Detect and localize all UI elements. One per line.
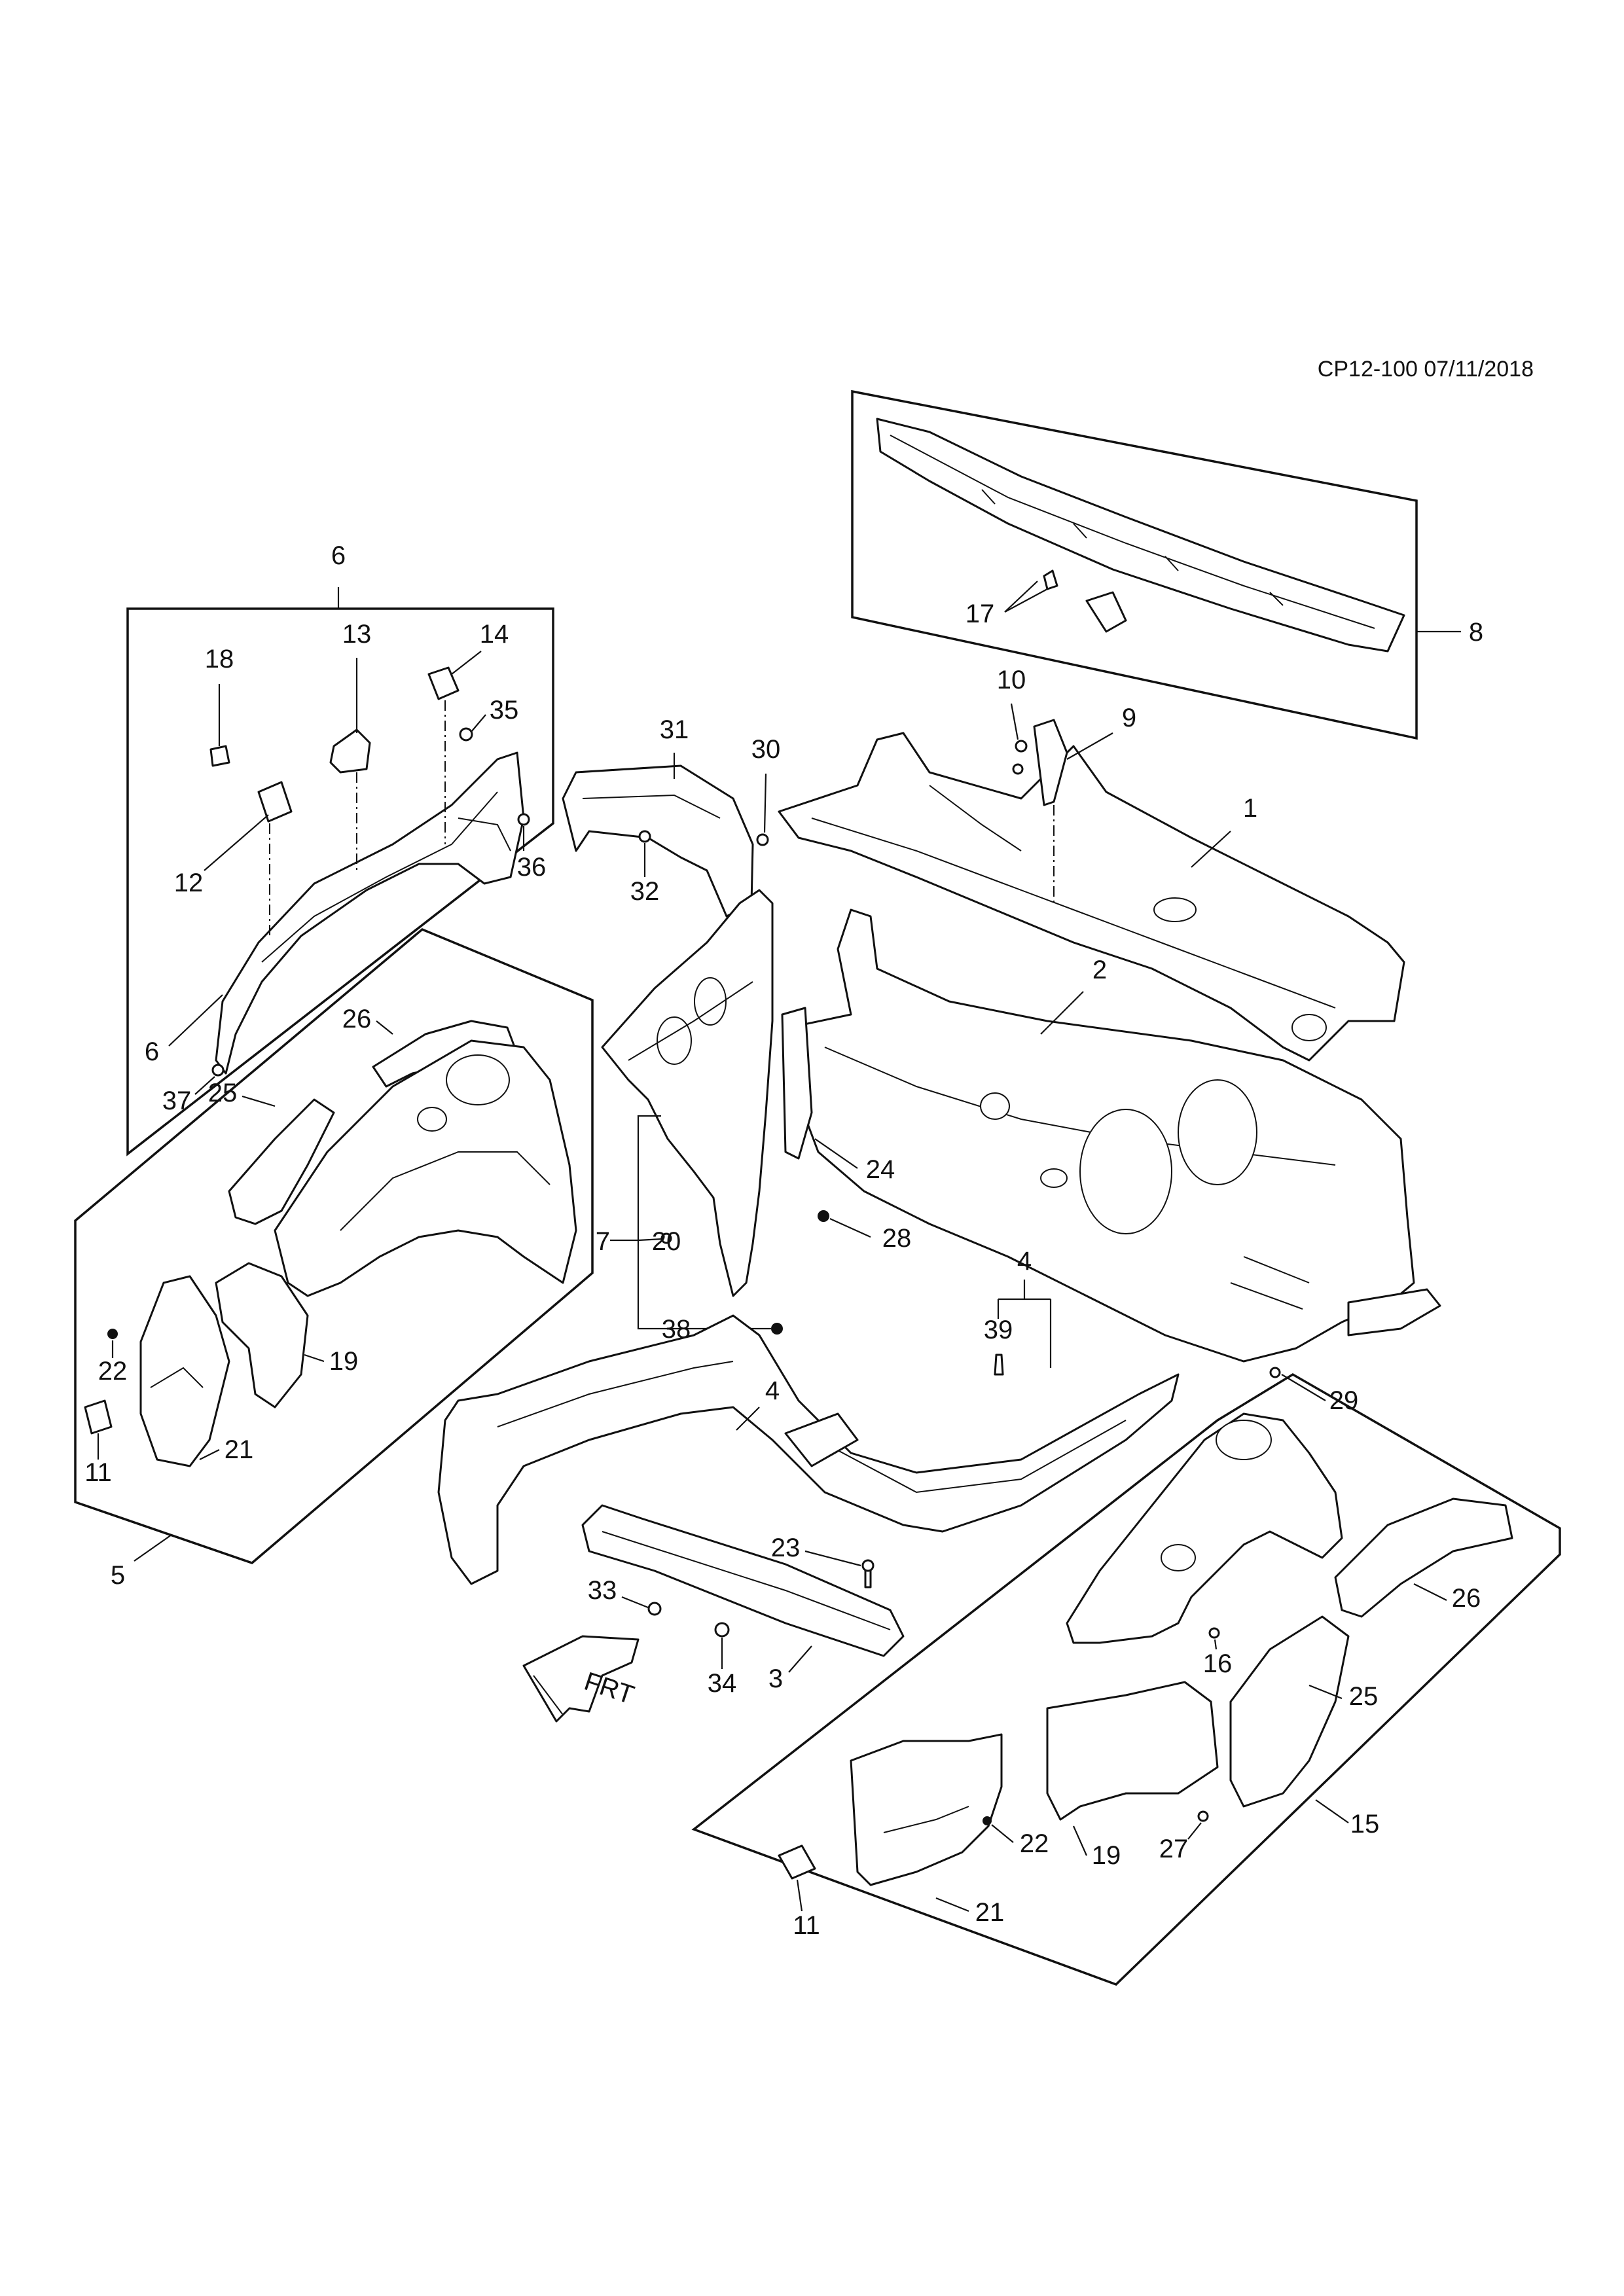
callout-1: 1 [1243, 794, 1257, 823]
front-direction-arrow: FRT [522, 1635, 640, 1723]
part-32-clip [638, 830, 651, 843]
group-15-frame [691, 1372, 1561, 1986]
callout-24: 24 [866, 1155, 895, 1184]
callout-14: 14 [480, 620, 509, 649]
part-33-nut [647, 1602, 662, 1616]
part-25-extension-left [228, 1098, 335, 1225]
part-19-bracket-left [215, 1262, 309, 1408]
group-6-frame [126, 607, 554, 1157]
callout-15: 15 [1350, 1810, 1380, 1839]
part-7-pillar [601, 889, 774, 1297]
callout-12: 12 [174, 869, 204, 897]
part-8-crossmember [876, 418, 1405, 653]
callout-33: 33 [588, 1576, 617, 1605]
callout-29: 29 [1329, 1386, 1359, 1415]
callout-34: 34 [708, 1669, 737, 1698]
callout-11-right: 11 [793, 1911, 820, 1940]
callout-25-left: 25 [208, 1079, 238, 1107]
callout-19-right: 19 [1092, 1841, 1121, 1870]
part-13-mount [329, 728, 371, 774]
part-31-panel [562, 764, 754, 918]
callout-16: 16 [1203, 1649, 1233, 1678]
part-36-clip [517, 813, 530, 826]
part-38-bolt [771, 1323, 783, 1335]
part-22-nut-left [107, 1329, 118, 1339]
part-39-bolt [994, 1354, 1004, 1376]
callout-26-left: 26 [342, 1005, 372, 1033]
callout-35: 35 [490, 696, 519, 725]
callout-21-right: 21 [975, 1898, 1005, 1927]
callout-22-right: 22 [1020, 1829, 1049, 1858]
callout-25-right: 25 [1349, 1682, 1379, 1711]
part-wheelhouse-right [1066, 1412, 1343, 1644]
callout-37: 37 [162, 1086, 192, 1115]
callout-11-left: 11 [84, 1458, 112, 1487]
part-wheelhouse-left [274, 1039, 577, 1297]
group-5-frame [74, 927, 594, 1564]
part-28-nut [818, 1210, 829, 1222]
callout-3: 3 [768, 1664, 783, 1693]
callout-8: 8 [1469, 618, 1483, 647]
part-26-reinforcement-right [1334, 1498, 1513, 1618]
part-16-bolt [1208, 1627, 1220, 1639]
part-34-nut [714, 1622, 730, 1638]
part-30-screw [756, 833, 769, 846]
part-24-seal [781, 1007, 813, 1160]
diagram-code: CP12-100 07/11/2018 [1318, 357, 1534, 382]
callout-31: 31 [660, 715, 689, 744]
part-14-bracket [427, 666, 460, 700]
callout-30: 30 [751, 735, 781, 764]
part-19-bracket-right [1046, 1681, 1219, 1821]
part-11-bracket-left [84, 1399, 113, 1435]
part-2-dash-panel [787, 908, 1441, 1363]
part-21-panel-right [850, 1733, 1003, 1886]
part-12-bracket [257, 781, 293, 823]
callout-21-left: 21 [225, 1435, 254, 1464]
part-6-wheelhouse-rail [215, 751, 525, 1075]
callout-19-left: 19 [329, 1347, 359, 1376]
part-9-bracket [1033, 719, 1068, 806]
callout-13: 13 [342, 620, 372, 649]
callout-2: 2 [1092, 956, 1107, 984]
callout-22-left: 22 [98, 1357, 128, 1386]
callout-4-top: 4 [1017, 1247, 1032, 1276]
callout-7: 7 [596, 1227, 610, 1256]
callout-32: 32 [630, 877, 660, 906]
part-21-panel-left [139, 1275, 230, 1467]
callout-26-right: 26 [1452, 1584, 1481, 1613]
callout-9: 9 [1122, 704, 1136, 732]
part-27-clip [1197, 1810, 1209, 1822]
callout-6-part: 6 [145, 1037, 159, 1066]
callout-18: 18 [205, 645, 234, 673]
part-23-bolt [861, 1559, 875, 1588]
callout-10: 10 [997, 666, 1026, 694]
group-8-frame [851, 389, 1418, 740]
part-35-nut [459, 727, 473, 742]
callout-5: 5 [111, 1561, 125, 1590]
part-11-bracket-right [778, 1844, 816, 1880]
callout-17: 17 [965, 600, 995, 628]
callout-23: 23 [771, 1534, 801, 1562]
callout-20: 20 [652, 1227, 681, 1256]
callout-36: 36 [517, 853, 547, 882]
part-1-cowl [778, 732, 1405, 1062]
part-37-bolt [211, 1064, 225, 1077]
callout-39: 39 [984, 1316, 1013, 1344]
callout-27: 27 [1159, 1835, 1189, 1863]
part-29-clip [1269, 1367, 1281, 1378]
part-18-clip [209, 745, 230, 767]
part-22-nut-right [983, 1816, 992, 1825]
part-3-crossmember [581, 1504, 905, 1657]
part-25-extension-right [1229, 1615, 1350, 1808]
callout-28: 28 [882, 1224, 912, 1253]
part-4-rail [437, 1314, 1180, 1585]
callout-4-mid: 4 [765, 1376, 780, 1405]
part-10-bolts [1012, 740, 1028, 775]
callout-6-group: 6 [331, 541, 346, 570]
